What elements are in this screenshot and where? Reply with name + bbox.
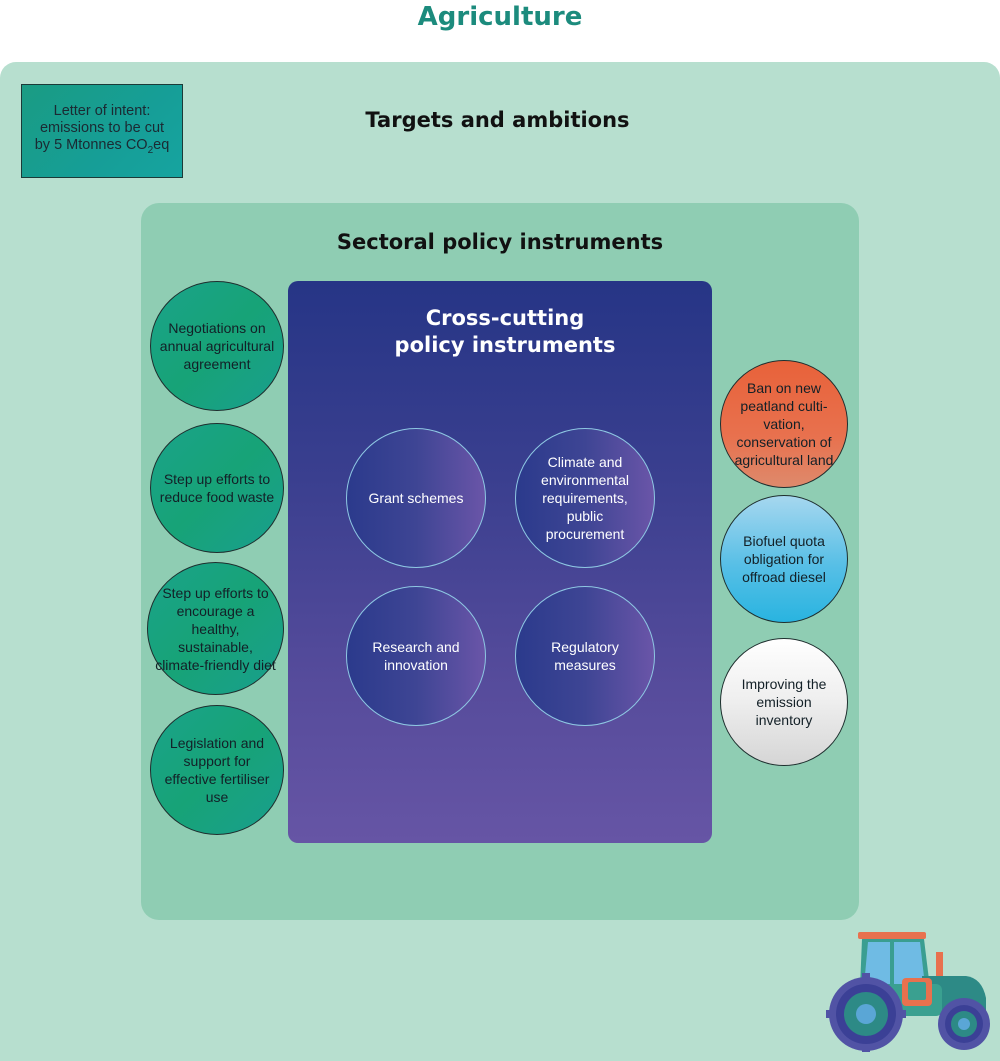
cross-cutting-heading: Cross-cutting policy instruments [350,305,660,359]
letter-of-intent-line3-suffix: eq [153,137,170,154]
cross-cutting-panel [288,281,712,843]
targets-heading: Targets and ambitions [365,108,630,132]
letter-of-intent-line3-prefix: by 5 Mtonnes CO [34,137,148,154]
diet-label: Step up efforts to encourage a healthy, … [155,584,276,673]
regulatory-measures-label: Regulatory measures [551,639,619,673]
letter-of-intent-line2: emissions to be cut [39,120,165,137]
grant-schemes-label: Grant schemes [368,490,464,506]
grant-schemes-circle: Grant schemes [346,428,486,568]
research-innovation-label: Research and innovation [372,639,460,673]
letter-of-intent-line3: by 5 Mtonnes CO2eq [34,137,170,156]
fertiliser-circle: Legislation and support for effective fe… [150,705,284,835]
biofuel-circle: Biofuel quota obligation for offroad die… [720,495,848,623]
emission-inventory-circle: Improving the emission inventory [720,638,848,766]
annual-agreement-label: Negotiations on annual agricultural agre… [159,320,275,372]
diagram-title: Agriculture [417,2,583,32]
climate-requirements-circle: Climate and environmental requirements, … [515,428,655,568]
sectoral-heading: Sectoral policy instruments [336,230,664,254]
regulatory-measures-circle: Regulatory measures [515,586,655,726]
climate-requirements-label: Climate and environmental requirements, … [541,454,629,542]
biofuel-label: Biofuel quota obligation for offroad die… [742,533,826,585]
fertiliser-label: Legislation and support for effective fe… [164,735,270,805]
emission-inventory-label: Improving the emission inventory [741,676,827,728]
research-innovation-circle: Research and innovation [346,586,486,726]
cross-cutting-heading-line1: Cross-cutting [425,306,585,330]
peatland-label: Ban on new peatland culti-vation, conser… [734,380,834,468]
diet-circle: Step up efforts to encourage a healthy, … [147,562,284,695]
annual-agreement-circle: Negotiations on annual agricultural agre… [150,281,284,411]
food-waste-circle: Step up efforts to reduce food waste [150,423,284,553]
peatland-circle: Ban on new peatland culti-vation, conser… [720,360,848,488]
letter-of-intent-line1: Letter of intent: [53,103,151,120]
cross-cutting-heading-line2: policy instruments [394,333,616,357]
co2-subscript: 2 [147,144,154,156]
letter-of-intent-box: Letter of intent: emissions to be cut by… [21,84,183,178]
tractor-icon [826,932,990,1052]
food-waste-label: Step up efforts to reduce food waste [159,471,275,505]
